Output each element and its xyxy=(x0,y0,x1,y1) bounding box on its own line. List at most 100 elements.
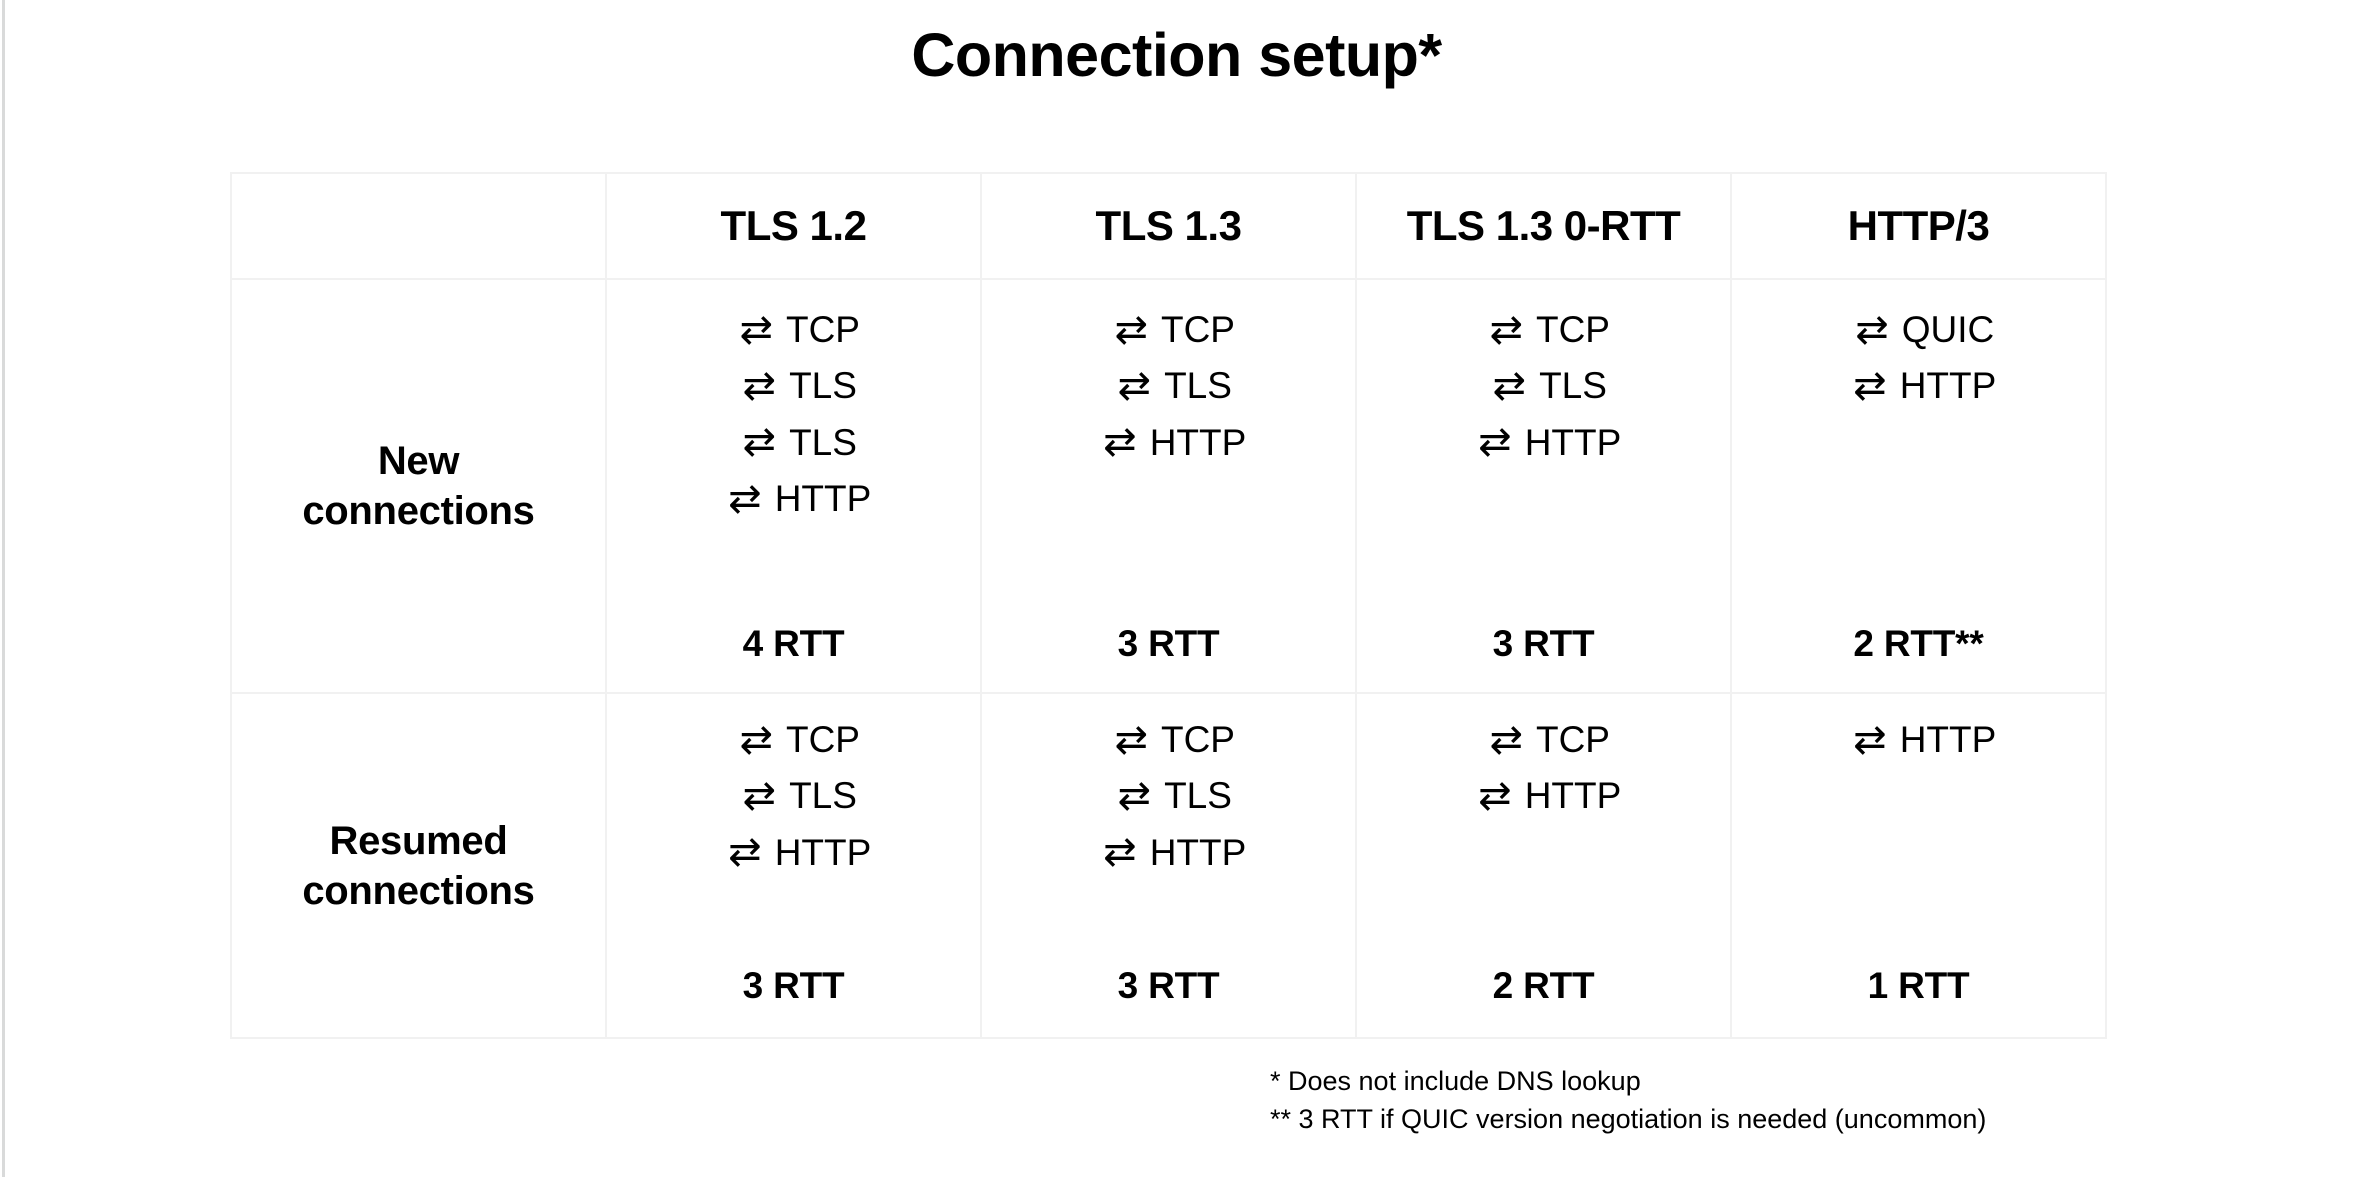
row-label-line-2: connections xyxy=(302,489,535,533)
roundtrip-arrow-icon: ⇄ xyxy=(1103,419,1137,466)
roundtrip-arrow-icon: ⇄ xyxy=(728,475,762,522)
cell-resumed-tls13: ⇄ TCP ⇄ TLS ⇄ HTTP 3 xyxy=(980,692,1357,1039)
step-item: ⇄ TLS xyxy=(1480,362,1607,409)
step-label: TCP xyxy=(785,719,860,760)
step-item: ⇄ HTTP xyxy=(1091,829,1247,876)
step-label: QUIC xyxy=(1901,309,1995,350)
step-label: HTTP xyxy=(1899,719,1997,760)
roundtrip-arrow-icon: ⇄ xyxy=(1117,773,1152,820)
step-item: ⇄ HTTP xyxy=(716,475,872,522)
step-list: ⇄ TCP ⇄ TLS ⇄ HTTP xyxy=(716,716,872,876)
slide-left-edge xyxy=(2,0,5,1177)
step-list: ⇄ TCP ⇄ TLS ⇄ HTTP xyxy=(1466,306,1622,466)
step-item: ⇄ HTTP xyxy=(1841,362,1997,410)
roundtrip-arrow-icon: ⇄ xyxy=(1489,306,1523,353)
step-item: ⇄ TCP xyxy=(727,306,860,353)
step-label: TCP xyxy=(1535,719,1610,760)
step-item: ⇄ HTTP xyxy=(1466,419,1622,466)
page-title: Connection setup* xyxy=(911,21,1442,89)
rtt-total: 3 RTT xyxy=(1492,623,1595,664)
step-item: ⇄ TLS xyxy=(1105,772,1232,819)
cell-resumed-tls13-0rtt: ⇄ TCP ⇄ HTTP 2 RTT xyxy=(1355,692,1732,1039)
step-label: TLS xyxy=(1539,365,1607,407)
step-label: TCP xyxy=(1160,719,1235,760)
step-list: ⇄ TCP ⇄ TLS ⇄ TLS xyxy=(716,306,872,522)
cell-new-tls13: ⇄ TCP ⇄ TLS ⇄ HTTP 3 xyxy=(980,278,1357,694)
table-row-new-connections: New connections ⇄ TCP ⇄ T xyxy=(230,278,2107,694)
step-item: ⇄ TLS xyxy=(1105,362,1232,409)
cell-new-tls12: ⇄ TCP ⇄ TLS ⇄ TLS xyxy=(605,278,982,694)
step-label: TCP xyxy=(785,309,860,350)
roundtrip-arrow-icon: ⇄ xyxy=(1114,716,1148,763)
column-header-http3: HTTP/3 xyxy=(1730,172,2107,280)
step-item: ⇄ HTTP xyxy=(1091,419,1247,466)
cell-resumed-http3: ⇄ HTTP 1 RTT xyxy=(1730,692,2107,1039)
row-label-resumed-connections: Resumed connections xyxy=(230,692,607,1039)
row-label-line-1: New xyxy=(377,439,460,483)
footnote-dns-lookup: * Does not include DNS lookup xyxy=(1270,1066,1641,1096)
step-label: TLS xyxy=(1164,365,1232,407)
row-label-line-2: connections xyxy=(302,868,535,913)
roundtrip-arrow-icon: ⇄ xyxy=(1117,363,1152,410)
step-label: HTTP xyxy=(1149,421,1247,463)
column-header-tls13: TLS 1.3 xyxy=(980,172,1357,280)
roundtrip-arrow-icon: ⇄ xyxy=(742,363,777,410)
step-label: TCP xyxy=(1535,309,1610,350)
step-label: TLS xyxy=(1164,775,1232,817)
roundtrip-arrow-icon: ⇄ xyxy=(742,419,777,466)
row-label-line-1: Resumed xyxy=(329,818,508,863)
roundtrip-arrow-icon: ⇄ xyxy=(1114,306,1148,353)
roundtrip-arrow-icon: ⇄ xyxy=(739,306,773,353)
step-item: ⇄ TCP xyxy=(1477,306,1610,353)
roundtrip-arrow-icon: ⇄ xyxy=(1103,829,1137,876)
step-label: HTTP xyxy=(1524,775,1622,817)
step-label: HTTP xyxy=(774,831,872,873)
step-label: TCP xyxy=(1160,309,1235,350)
roundtrip-arrow-icon: ⇄ xyxy=(1853,716,1887,763)
step-item: ⇄ TCP xyxy=(1102,306,1235,353)
roundtrip-arrow-icon: ⇄ xyxy=(1489,716,1523,763)
step-item: ⇄ TCP xyxy=(1102,716,1235,763)
table-row-resumed-connections: Resumed connections ⇄ TCP ⇄ xyxy=(230,692,2107,1039)
rtt-total: 3 RTT xyxy=(742,965,845,1006)
step-item: ⇄ TLS xyxy=(730,772,857,819)
step-list: ⇄ QUIC ⇄ HTTP xyxy=(1841,306,1997,410)
column-header-tls13-0rtt: TLS 1.3 0-RTT xyxy=(1355,172,1732,280)
roundtrip-arrow-icon: ⇄ xyxy=(742,773,777,820)
step-item: ⇄ TCP xyxy=(727,716,860,763)
row-label-new-connections: New connections xyxy=(230,278,607,694)
table-corner-cell xyxy=(230,172,607,280)
step-list: ⇄ TCP ⇄ HTTP xyxy=(1466,716,1622,820)
rtt-total: 3 RTT xyxy=(1117,623,1220,664)
step-label: TLS xyxy=(789,775,857,817)
step-item: ⇄ TCP xyxy=(1477,716,1610,763)
roundtrip-arrow-icon: ⇄ xyxy=(1853,363,1887,410)
table-header-row: TLS 1.2 TLS 1.3 TLS 1.3 0-RTT HTTP/3 xyxy=(230,172,2107,280)
roundtrip-arrow-icon: ⇄ xyxy=(1492,363,1527,410)
roundtrip-arrow-icon: ⇄ xyxy=(739,716,773,763)
column-header-tls12: TLS 1.2 xyxy=(605,172,982,280)
step-list: ⇄ TCP ⇄ TLS ⇄ HTTP xyxy=(1091,716,1247,876)
step-label: HTTP xyxy=(1149,831,1247,873)
step-item: ⇄ TLS xyxy=(730,419,857,466)
rtt-total: 2 RTT xyxy=(1492,965,1595,1006)
step-item: ⇄ HTTP xyxy=(1841,716,1997,763)
footnote-quic-version-negotiation: ** 3 RTT if QUIC version negotiation is … xyxy=(1270,1104,1987,1135)
rtt-total: 2 RTT** xyxy=(1853,623,1984,664)
rtt-total: 1 RTT xyxy=(1867,965,1970,1006)
roundtrip-arrow-icon: ⇄ xyxy=(1478,773,1512,820)
step-item: ⇄ QUIC xyxy=(1843,306,1995,353)
cell-new-tls13-0rtt: ⇄ TCP ⇄ TLS ⇄ HTTP 3 xyxy=(1355,278,1732,694)
rtt-total: 4 RTT xyxy=(742,623,845,664)
step-item: ⇄ HTTP xyxy=(1466,772,1622,820)
step-list: ⇄ HTTP xyxy=(1841,716,1997,763)
step-label: HTTP xyxy=(1899,365,1997,407)
step-label: HTTP xyxy=(1524,421,1622,463)
roundtrip-arrow-icon: ⇄ xyxy=(1478,419,1512,466)
footnotes: * Does not include DNS lookup ** 3 RTT i… xyxy=(1270,1062,1986,1139)
step-label: HTTP xyxy=(774,478,872,520)
cell-resumed-tls12: ⇄ TCP ⇄ TLS ⇄ HTTP 3 xyxy=(605,692,982,1039)
roundtrip-arrow-icon: ⇄ xyxy=(1855,306,1889,353)
cell-new-http3: ⇄ QUIC ⇄ HTTP 2 RTT** xyxy=(1730,278,2107,694)
